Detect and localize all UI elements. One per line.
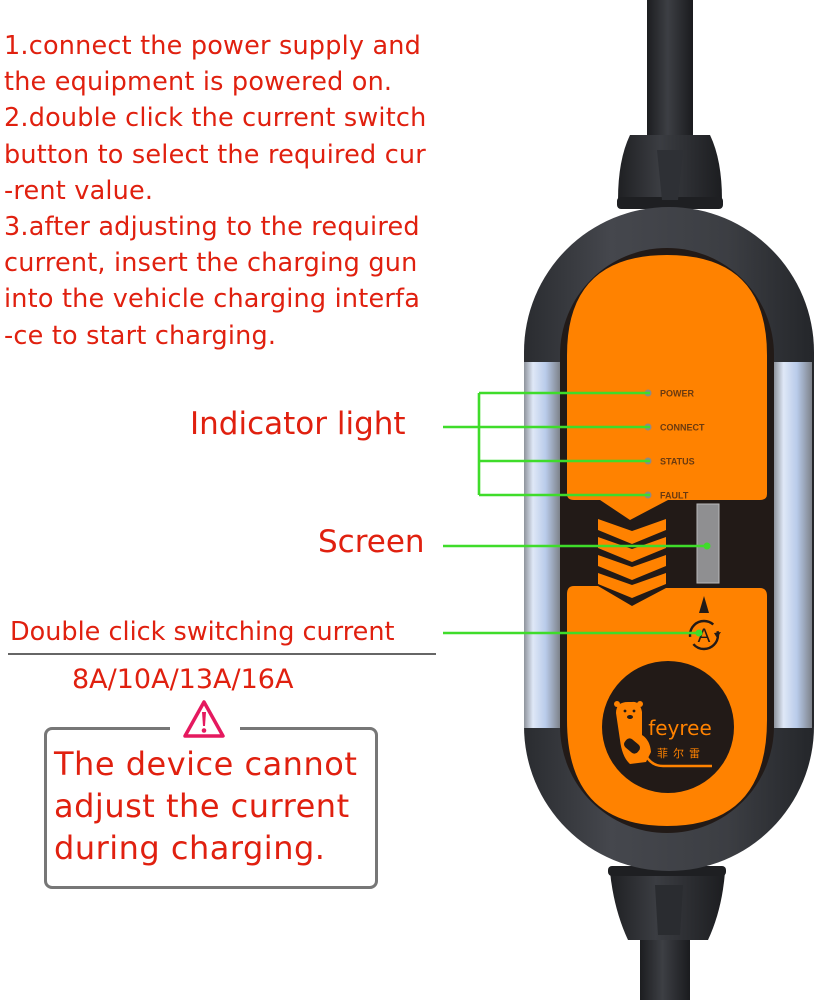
- button-panel: [567, 586, 767, 826]
- callout-lines: [443, 391, 711, 637]
- right-trim: [774, 362, 812, 728]
- warning-triangle-icon: [183, 700, 225, 738]
- screen: [696, 503, 720, 584]
- warning-text: The device cannot adjust the current dur…: [54, 743, 357, 869]
- indicator-label-connect: CONNECT: [660, 423, 705, 433]
- warning-line: during charging.: [54, 829, 326, 867]
- instruction-line: current, insert the charging gun: [4, 248, 418, 279]
- indicator-label-fault: FAULT: [660, 491, 689, 501]
- left-trim: [524, 362, 560, 728]
- instruction-line: into the vehicle charging interfa: [4, 284, 421, 315]
- instruction-line: button to select the required cur: [4, 139, 426, 170]
- indicator-led-connect: [644, 423, 652, 431]
- svg-text:feyree: feyree: [648, 716, 712, 740]
- instruction-line: the equipment is powered on.: [4, 67, 393, 98]
- svg-text:A: A: [698, 626, 711, 647]
- warning-line: adjust the current: [54, 787, 350, 825]
- svg-text:菲尔雷: 菲尔雷: [657, 747, 705, 760]
- current-switch-button[interactable]: A: [688, 596, 721, 651]
- switch-current-label: Double click switching current: [10, 617, 395, 647]
- top-strain-relief: [618, 135, 722, 200]
- top-cable: [647, 0, 693, 140]
- instruction-line: -ce to start charging.: [4, 320, 277, 351]
- indicator-led-fault: [644, 491, 652, 499]
- screen-label: Screen: [318, 524, 425, 560]
- indicator-light-label: Indicator light: [190, 406, 406, 442]
- bottom-strain-relief: [610, 872, 725, 940]
- indicator-led-status: [644, 457, 652, 465]
- bottom-cable: [640, 935, 690, 1000]
- divider: [8, 653, 436, 655]
- brand-logo: feyree 菲尔雷: [602, 661, 734, 793]
- instruction-line: 3.after adjusting to the required: [4, 211, 420, 242]
- chevron-arrows-icon: [598, 519, 666, 598]
- indicator-label-status: STATUS: [660, 457, 695, 467]
- indicator-led-power: [644, 389, 652, 397]
- instructions-text: 1.connect the power supply and the equip…: [4, 28, 484, 354]
- instruction-line: 1.connect the power supply and: [4, 31, 422, 61]
- indicator-label-power: POWER: [660, 389, 695, 399]
- indicator-panel: [567, 255, 767, 520]
- current-values-label: 8A/10A/13A/16A: [72, 664, 294, 695]
- instruction-line: 2.double click the current switch: [4, 103, 427, 134]
- instruction-line: -rent value.: [4, 175, 154, 206]
- charger-body: [524, 207, 814, 871]
- warning-line: The device cannot: [54, 745, 358, 783]
